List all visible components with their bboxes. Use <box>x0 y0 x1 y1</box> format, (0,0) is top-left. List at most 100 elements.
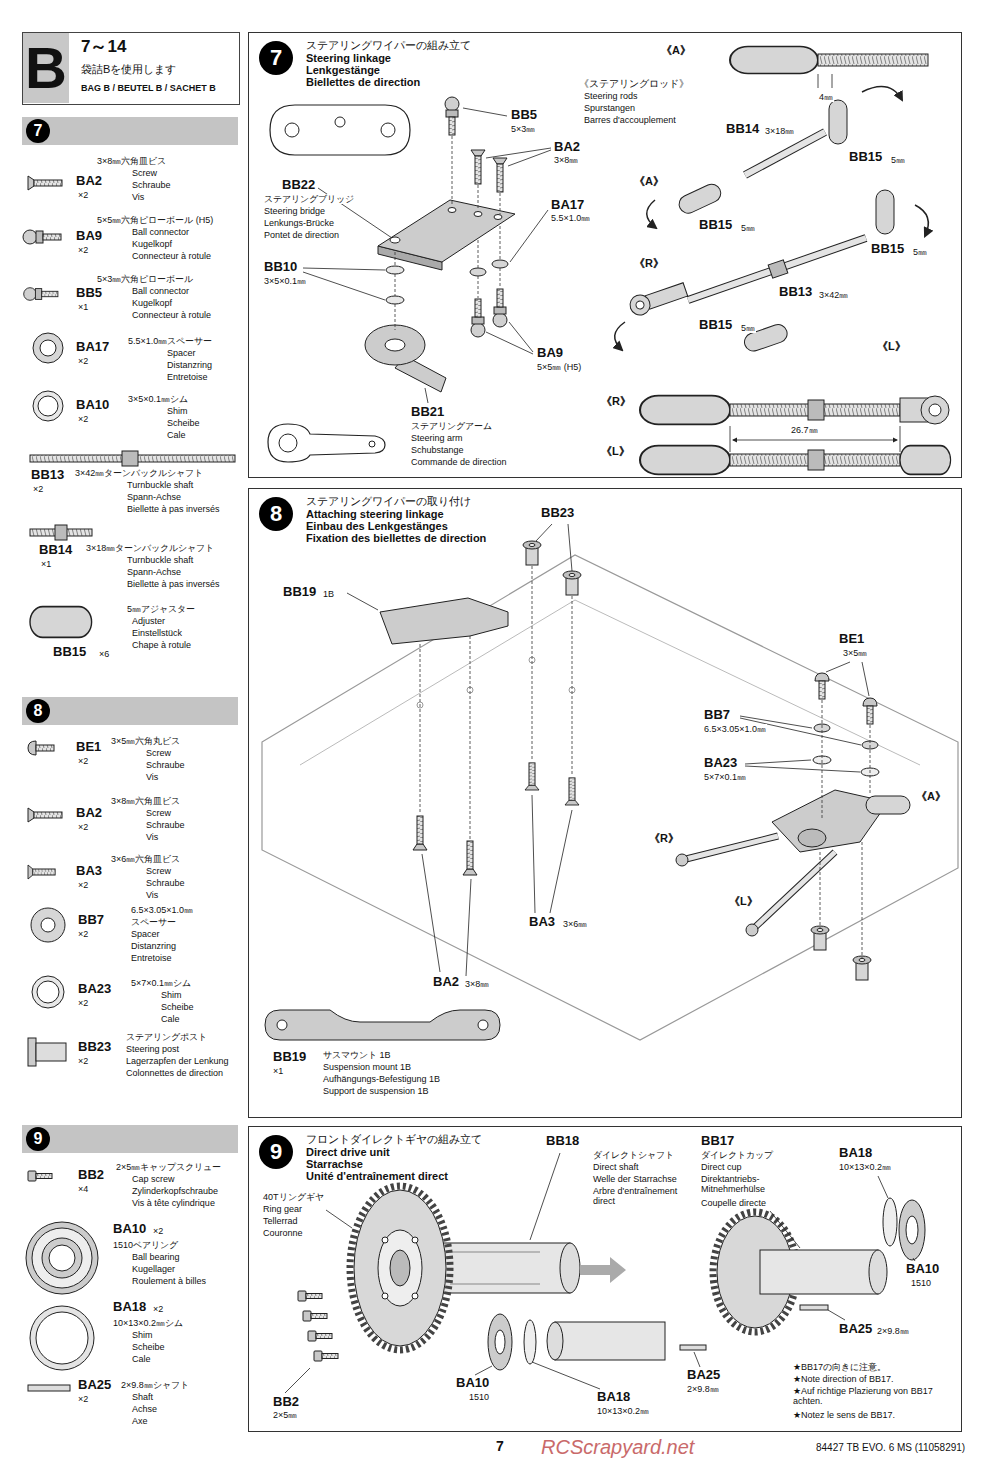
part-description: 4㎜ <box>818 92 834 102</box>
part-icon <box>30 1306 94 1370</box>
part-description: Coupelle directe <box>700 1198 767 1208</box>
part-number: 《L》 <box>728 895 759 908</box>
part-description: Couronne <box>262 1228 304 1238</box>
part-number: BA3 <box>528 915 556 930</box>
assembly-guide <box>395 136 500 330</box>
part-number: 《R》 <box>600 395 632 408</box>
part-description: 1B <box>322 589 335 599</box>
part-description: Turnbuckle shaft <box>126 480 194 490</box>
part-description: 5.5×1.0㎜スペーサー <box>127 336 213 346</box>
bag-letter: B <box>23 33 69 103</box>
steering-bridge-drawing <box>385 339 405 351</box>
chassis-drawing <box>563 571 581 595</box>
part-description: サスマウント 1B <box>322 1050 392 1060</box>
steering-bridge-drawing <box>365 325 425 365</box>
part-description: ×2 <box>77 245 89 255</box>
step-title: Direct drive unit <box>306 1146 390 1159</box>
direct-drive-drawing <box>382 1237 388 1243</box>
part-description: 5㎜ <box>890 155 906 165</box>
steering-rod-drawing <box>768 260 788 278</box>
rotation-arrow <box>862 87 902 100</box>
chassis-drawing <box>523 541 541 565</box>
direct-drive-drawing <box>298 1291 322 1301</box>
part-number: BB22 <box>281 178 316 193</box>
steering-bridge-drawing <box>381 123 395 137</box>
part-icon <box>23 176 235 1391</box>
steering-rod-drawing <box>627 280 688 318</box>
part-description: ×2 <box>77 414 89 424</box>
part-description: ダイレクトシャフト <box>592 1150 675 1160</box>
part-description: 5×7×0.1㎜シム <box>130 978 192 988</box>
part-description: 84427 TB EVO. 6 MS (11058291) <box>815 1442 966 1454</box>
rotation-arrow <box>647 200 656 228</box>
steering-rod-drawing <box>808 400 824 420</box>
dimension-line <box>730 426 900 452</box>
part-description: Screw <box>145 866 172 876</box>
chassis-drawing <box>682 836 778 860</box>
part-description: Connecteur à rotule <box>131 310 212 320</box>
steering-bridge-drawing <box>493 158 507 192</box>
part-number: BB19 <box>282 585 317 600</box>
part-icon <box>49 1245 75 1271</box>
step-title: Biellettes de direction <box>306 76 420 89</box>
assembly-guide <box>420 566 870 958</box>
steering-bridge-drawing <box>471 150 485 184</box>
part-description: ステアリングポスト <box>125 1032 208 1042</box>
part-icon <box>24 288 58 301</box>
rotation-arrow <box>615 87 929 350</box>
part-description: Achse <box>131 1404 158 1414</box>
part-icon <box>23 230 61 244</box>
part-icon <box>42 1238 82 1278</box>
steering-rod-drawing <box>676 181 723 216</box>
part-description: Screw <box>145 748 172 758</box>
step-title: BAG B / BEUTEL B / SACHET B <box>81 83 216 93</box>
direct-drive-drawing <box>308 1331 332 1341</box>
chassis-drawing <box>853 956 871 980</box>
steering-rod-drawing <box>818 54 928 66</box>
steering-bridge-drawing <box>285 123 299 137</box>
part-number: BA23 <box>77 982 112 997</box>
part-description: 5×3㎜六角ピローボール <box>96 274 194 284</box>
steering-bridge-drawing <box>386 296 404 304</box>
part-description: ×1 <box>40 559 52 569</box>
part-description: Scheibe <box>160 1002 195 1012</box>
part-icon <box>122 451 138 466</box>
part-description: ★Note direction of BB17. <box>792 1374 895 1384</box>
part-description: 3×6㎜ <box>562 919 588 929</box>
part-description: Schraube <box>145 820 186 830</box>
step-title: Steering linkage <box>306 52 391 65</box>
step-title: Einbau des Lenkgestänges <box>306 520 448 533</box>
part-number: BA2 <box>75 174 103 189</box>
direct-drive-drawing <box>580 1257 626 1283</box>
part-description: Shaft <box>131 1392 154 1402</box>
part-description: 3×8㎜ <box>464 979 490 989</box>
step-bar: 7 <box>22 117 238 145</box>
part-description: ×2 <box>152 1304 164 1314</box>
part-description: Schraube <box>145 878 186 888</box>
part-description: ×2 <box>77 190 89 200</box>
part-description: Ball connector <box>131 227 190 237</box>
part-description: ×2 <box>77 822 89 832</box>
direct-drive-drawing <box>350 1186 450 1350</box>
part-icon <box>55 525 67 540</box>
part-number: BB14 <box>38 543 73 558</box>
part-description: Screw <box>131 168 158 178</box>
part-description: Arbre d'entraînement direct <box>592 1186 694 1207</box>
part-number: BB7 <box>703 708 731 723</box>
part-description: Vis <box>145 772 159 782</box>
part-description: 5×7×0.1㎜ <box>703 772 747 782</box>
part-number: BA2 <box>432 975 460 990</box>
part-description: Lagerzapfen der Lenkung <box>125 1056 230 1066</box>
steering-rod-drawing <box>929 404 941 416</box>
step-title: 7～14 <box>81 37 126 57</box>
part-number: BA10 <box>112 1222 147 1237</box>
step-title: ステアリングワイパーの取り付け <box>306 495 471 508</box>
part-description: Kugelkopf <box>131 298 173 308</box>
part-description: Barres d'accouplement <box>583 115 677 125</box>
leader-line <box>303 108 551 403</box>
part-number: 《A》 <box>915 790 947 803</box>
chassis-drawing <box>413 816 427 850</box>
part-description: 5㎜ <box>912 247 928 257</box>
part-description: Spacer <box>130 929 161 939</box>
steering-bridge-drawing <box>369 441 375 447</box>
